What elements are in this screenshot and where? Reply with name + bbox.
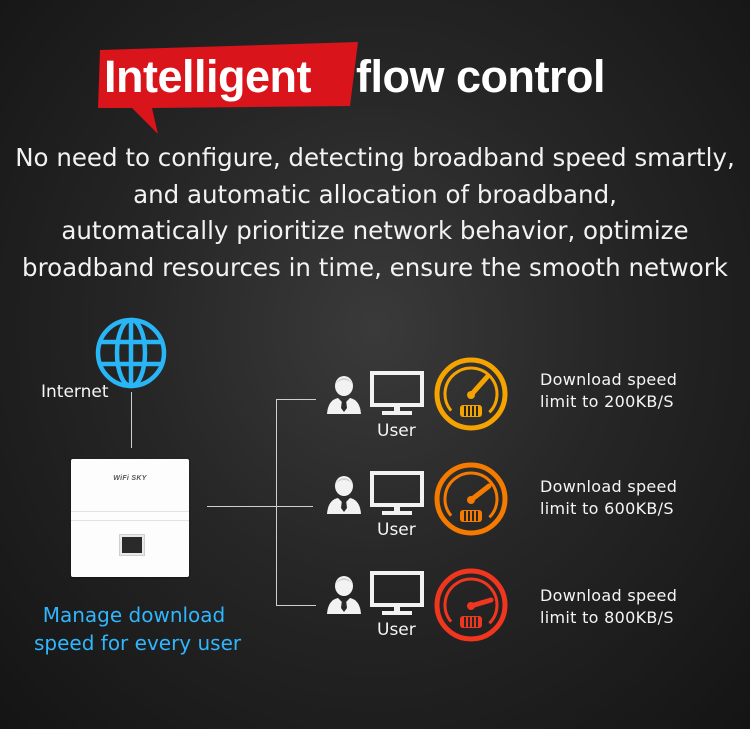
user-label: User [377,520,416,540]
branch-line-3 [276,605,316,606]
heading-title: flow control [356,51,605,102]
speedometer-icon [434,568,508,642]
router-device: WiFi SKY [71,459,189,577]
speed-line: limit to 200KB/S [540,392,674,411]
user-label: User [377,421,416,441]
user-label: User [377,620,416,640]
internet-label: Internet [41,382,109,402]
heading-highlight: Intelligent [104,51,312,102]
person-icon [327,376,361,414]
router-hub-line [207,506,313,507]
speedometer-icon [434,462,508,536]
speed-line: Download speed [540,586,678,605]
manage-text-line: speed for every user [34,631,242,655]
heading-ribbon [98,42,358,134]
globe-router-line [131,392,132,448]
person-icon [327,476,361,514]
branch-line-1 [276,399,316,400]
monitor-icon [370,571,424,615]
speed-limit-text: Download speed limit to 800KB/S [540,585,677,629]
router-seam [71,520,189,521]
hub-vertical-line [276,399,277,606]
manage-text-line: Manage download [42,603,226,627]
monitor-icon [370,371,424,415]
manage-text: Manage download speed for every user [34,601,242,657]
person-icon [327,576,361,614]
speed-limit-text: Download speed limit to 600KB/S [540,476,677,520]
router-seam [71,511,189,512]
speed-line: Download speed [540,477,678,496]
monitor-icon [370,471,424,515]
speed-limit-text: Download speed limit to 200KB/S [540,369,677,413]
ethernet-port-icon [119,534,145,556]
globe-icon [95,317,167,389]
description-line: broadband resources in time, ensure the … [22,252,728,282]
speed-line: Download speed [540,370,678,389]
description-line: No need to configure, detecting broadban… [15,143,735,172]
description-line: and automatic allocation of broadband, [133,179,617,209]
speedometer-icon [434,357,508,431]
speed-line: limit to 800KB/S [540,608,674,627]
router-brand: WiFi SKY [113,475,147,482]
description-line: automatically prioritize network behavio… [61,216,689,245]
speed-line: limit to 600KB/S [540,499,674,518]
description: No need to configure, detecting broadban… [0,140,750,286]
